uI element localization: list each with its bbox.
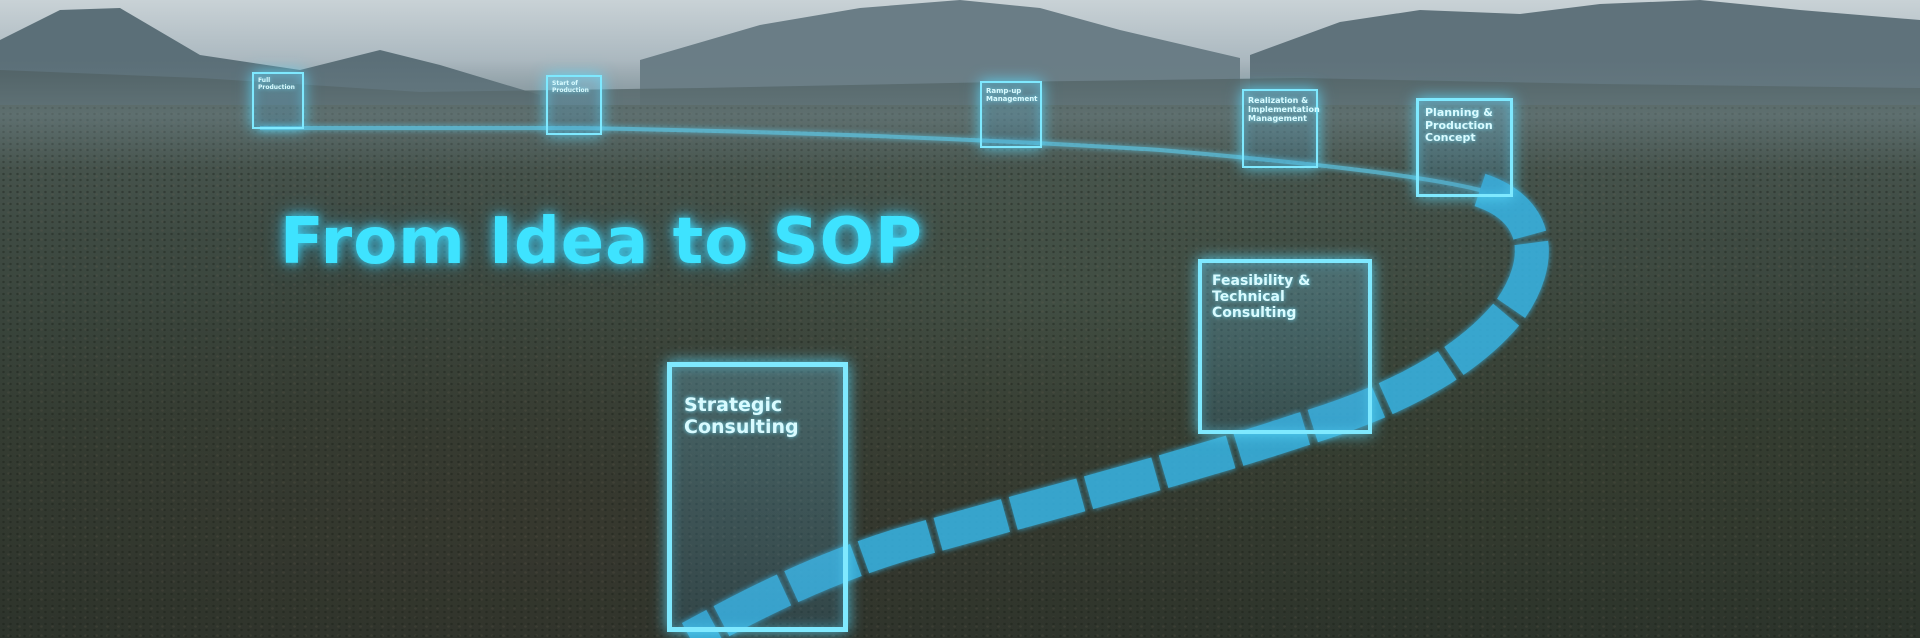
stage-label: Ramp-up Management — [986, 87, 1038, 104]
stage-label: Planning & Production Concept — [1425, 106, 1493, 145]
stage-panel-start-of-production: Start of Production — [546, 75, 602, 135]
stage-panel-realization-implementation: Realization & Implementation Management — [1242, 89, 1320, 168]
fog-layer — [0, 60, 1920, 170]
grass-texture — [0, 105, 1920, 638]
headline-from-idea-to-sop: From Idea to SOP — [280, 205, 923, 279]
stage-label: Full Production — [258, 77, 295, 91]
stage-panel-full-production: Full Production — [252, 72, 304, 129]
stage-label: Start of Production — [552, 80, 589, 94]
grassland — [0, 105, 1920, 638]
stage-label: Realization & Implementation Management — [1248, 96, 1320, 124]
stage-label: Feasibility & Technical Consulting — [1212, 273, 1311, 322]
stage-panel-ramp-up-management: Ramp-up Management — [980, 81, 1042, 148]
stage-panel-strategic-consulting: Strategic Consulting — [667, 362, 848, 632]
stage-panel-feasibility-technical: Feasibility & Technical Consulting — [1198, 259, 1372, 434]
stage-label: Strategic Consulting — [684, 394, 799, 438]
stage-panel-planning-production-concept: Planning & Production Concept — [1416, 98, 1513, 197]
